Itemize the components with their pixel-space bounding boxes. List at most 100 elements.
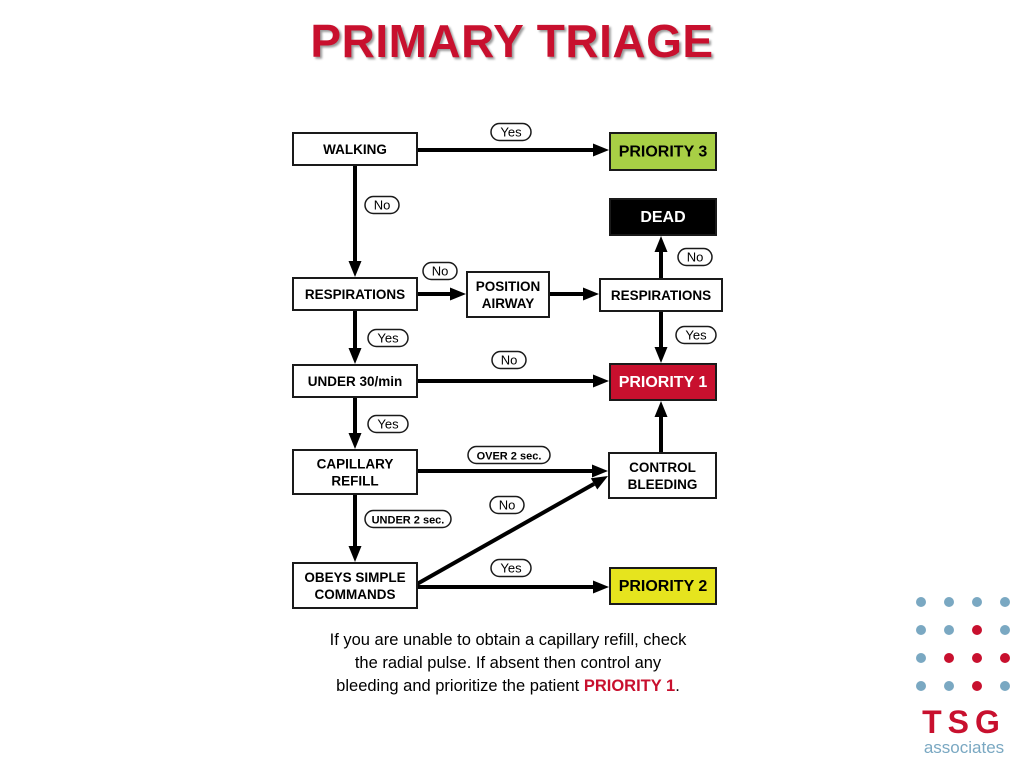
box-capillary-label-1: CAPILLARY: [317, 457, 394, 472]
box-priority1: PRIORITY 1: [609, 363, 717, 401]
box-capillary-label-2: REFILL: [331, 474, 378, 489]
box-position-airway-shape: [466, 271, 550, 318]
logo-dot: [1000, 597, 1010, 607]
tsg-logo: TSG associates: [912, 592, 1016, 762]
logo-dot: [916, 681, 926, 691]
box-under30: UNDER 30/min: [292, 364, 418, 398]
label-under30-no-pill: [491, 350, 527, 370]
box-priority2-label-1: PRIORITY 2: [619, 578, 708, 595]
arrow-respirations-right-to-priority1-head: [654, 347, 668, 363]
box-dead-shape: [609, 198, 717, 236]
label-obeys-no: No: [489, 495, 525, 515]
logo-dot: [1000, 653, 1010, 663]
box-respirations-right: RESPIRATIONS: [599, 278, 723, 312]
instruction-note: If you are unable to obtain a capillary …: [292, 629, 724, 698]
label-walking-yes-pill: [490, 122, 532, 142]
label-walking-yes: Yes: [490, 122, 532, 142]
label-under2-pill: [364, 509, 452, 529]
box-priority2: PRIORITY 2: [609, 567, 717, 605]
note-line-1: If you are unable to obtain a capillary …: [329, 631, 687, 649]
box-position-airway-label-2: AIRWAY: [482, 296, 535, 311]
box-respirations-right-shape: [599, 278, 723, 312]
logo-dot: [972, 653, 982, 663]
page-title: PRIMARY TRIAGE: [310, 15, 714, 67]
logo-dot: [944, 681, 954, 691]
arrow-obeys-to-priority2-head: [593, 580, 609, 594]
label-resp-no-text: No: [432, 264, 449, 279]
label-obeys-no-text: No: [499, 498, 516, 513]
label-under2-text: UNDER 2 sec.: [372, 515, 445, 527]
arrow-respirations-right-to-priority1: [654, 311, 668, 363]
box-priority3: PRIORITY 3: [609, 132, 717, 171]
box-respirations-left-shape: [292, 277, 418, 311]
label-resp-right-no: No: [677, 247, 713, 267]
arrow-respirations-to-under30-head: [348, 348, 362, 364]
label-resp-right-yes: Yes: [675, 325, 717, 345]
arrow-walking-to-respirations: [348, 165, 362, 277]
label-obeys-yes-pill: [490, 558, 532, 578]
arrow-walking-to-respirations-head: [348, 261, 362, 277]
note-line-3: bleeding and prioritize the patient PRIO…: [292, 675, 724, 698]
label-resp-no-pill: [422, 261, 458, 281]
label-resp-right-yes-text: Yes: [685, 328, 707, 343]
box-capillary: CAPILLARY REFILL: [292, 449, 418, 495]
box-dead: DEAD: [609, 198, 717, 236]
arrow-obeys-to-control-bleeding-head: [590, 476, 608, 490]
note-highlight: PRIORITY 1: [583, 677, 676, 695]
logo-dot: [972, 681, 982, 691]
arrow-control-bleeding-to-priority1-head: [654, 401, 668, 417]
arrow-under30-to-capillary-head: [348, 433, 362, 449]
note-line-3-text: bleeding and prioritize the patient: [336, 677, 584, 695]
label-resp-right-yes-pill: [675, 325, 717, 345]
box-control-bleeding-shape: [608, 452, 717, 499]
arrow-capillary-to-obeys: [348, 494, 362, 562]
box-respirations-right-label-1: RESPIRATIONS: [611, 288, 711, 303]
box-obeys: OBEYS SIMPLE COMMANDS: [292, 562, 418, 609]
label-over2-text: OVER 2 sec.: [477, 451, 542, 463]
arrow-respirations-right-to-dead: [654, 236, 668, 279]
label-obeys-yes: Yes: [490, 558, 532, 578]
flow-arrows: [348, 143, 668, 594]
label-resp-no: No: [422, 261, 458, 281]
arrow-position-airway-to-respirations-head: [583, 287, 599, 301]
arrow-respirations-right-to-dead-head: [654, 236, 668, 252]
arrow-respirations-to-position-airway: [417, 287, 466, 301]
box-priority3-label-1: PRIORITY 3: [619, 144, 708, 161]
arrow-under30-to-priority1-head: [593, 374, 609, 388]
logo-subtitle: associates: [923, 738, 1005, 757]
label-under30-yes-text: Yes: [377, 417, 399, 432]
box-dead-label-1: DEAD: [640, 209, 685, 226]
label-walking-no: No: [364, 195, 400, 215]
box-obeys-shape: [292, 562, 418, 609]
logo-dot: [972, 597, 982, 607]
logo-dot: [944, 625, 954, 635]
logo-dot: [1000, 625, 1010, 635]
box-respirations-left-label-1: RESPIRATIONS: [305, 287, 405, 302]
box-obeys-label-2: COMMANDS: [315, 587, 396, 602]
arrow-obeys-to-control-bleeding-shaft: [416, 482, 596, 586]
box-under30-shape: [292, 364, 418, 398]
arrow-walking-to-priority3-head: [593, 143, 609, 157]
label-resp-yes-pill: [367, 328, 409, 348]
label-under30-yes-pill: [367, 414, 409, 434]
label-resp-right-no-pill: [677, 247, 713, 267]
label-under30-no: No: [491, 350, 527, 370]
label-obeys-no-pill: [489, 495, 525, 515]
logo-dot: [1000, 681, 1010, 691]
label-resp-yes: Yes: [367, 328, 409, 348]
logo-dot: [916, 597, 926, 607]
box-priority1-label-1: PRIORITY 1: [619, 374, 708, 391]
arrow-obeys-to-control-bleeding: [416, 476, 608, 586]
box-capillary-shape: [292, 449, 418, 495]
box-priority1-shape: [609, 363, 717, 401]
box-respirations-left: RESPIRATIONS: [292, 277, 418, 311]
logo-dot: [916, 625, 926, 635]
logo-dot: [944, 653, 954, 663]
label-under2: UNDER 2 sec.: [364, 509, 452, 529]
label-over2: OVER 2 sec.: [467, 445, 551, 465]
label-over2-pill: [467, 445, 551, 465]
box-walking-shape: [292, 132, 418, 166]
box-obeys-label-1: OBEYS SIMPLE: [304, 570, 405, 585]
